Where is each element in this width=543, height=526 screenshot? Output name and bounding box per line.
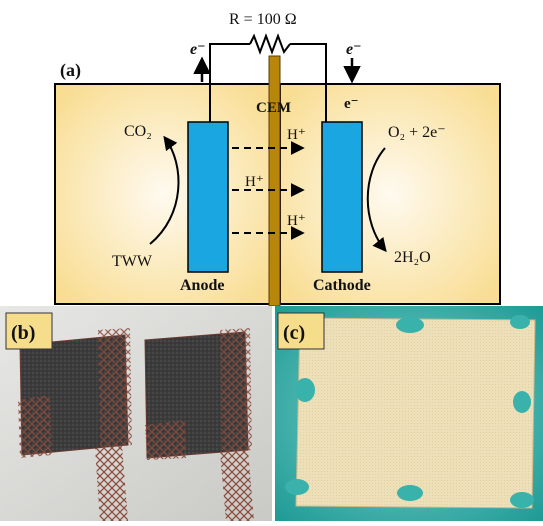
panel-a-label: (a) bbox=[60, 60, 81, 81]
cation-exchange-membrane bbox=[268, 55, 281, 307]
cathode-chamber bbox=[279, 83, 501, 305]
electron-label-right: e⁻ bbox=[346, 41, 362, 58]
anode-input-label: TWW bbox=[112, 253, 153, 270]
spot bbox=[396, 317, 424, 333]
panel-b-label: (b) bbox=[11, 322, 35, 344]
cathode-electrode bbox=[321, 121, 363, 273]
carbon-felt-electrode-left bbox=[18, 328, 132, 521]
anode-reaction-arrow-icon bbox=[149, 135, 180, 245]
spot bbox=[510, 315, 530, 329]
anode-electrode bbox=[187, 121, 229, 273]
anode-chamber bbox=[54, 83, 271, 305]
cathode-output-label: 2H₂O bbox=[394, 249, 431, 266]
cathode-wire bbox=[290, 43, 327, 122]
panel-c-label: (c) bbox=[283, 322, 305, 344]
cathode-sheet bbox=[295, 317, 536, 509]
anode-wire bbox=[209, 43, 250, 122]
spot bbox=[510, 492, 534, 508]
electron-label-cathode: e⁻ bbox=[344, 96, 359, 112]
panel-c: (c) bbox=[275, 306, 543, 521]
spot bbox=[295, 378, 315, 402]
panel-b: (b) bbox=[0, 306, 273, 521]
proton-label-3: H⁺ bbox=[287, 213, 306, 229]
spot bbox=[397, 485, 423, 501]
cathode-input-label: O₂ + 2e⁻ bbox=[388, 124, 446, 141]
proton-label-2: H⁺ bbox=[245, 174, 264, 190]
resistor-label: R = 100 Ω bbox=[229, 11, 297, 28]
electron-label-left: e⁻ bbox=[190, 41, 206, 58]
carbon-felt-electrode-right bbox=[144, 328, 254, 521]
cathode-label: Cathode bbox=[313, 277, 371, 294]
anode-label: Anode bbox=[180, 277, 224, 294]
panel-c-label-box bbox=[277, 312, 325, 350]
panel-b-label-box bbox=[5, 312, 53, 350]
panel-divider bbox=[272, 306, 275, 521]
anode-output-label: CO₂ bbox=[124, 123, 152, 140]
cathode-reaction-arrow-icon bbox=[366, 147, 387, 253]
spot bbox=[285, 479, 309, 495]
resistor-icon bbox=[249, 33, 291, 55]
panel-a: (a) R = 100 Ω e⁻ e⁻ e⁻ CEM CO₂ TWW O₂ + … bbox=[54, 11, 501, 307]
membrane-label: CEM bbox=[256, 100, 291, 116]
proton-label-1: H⁺ bbox=[287, 127, 306, 143]
spot bbox=[513, 391, 531, 413]
